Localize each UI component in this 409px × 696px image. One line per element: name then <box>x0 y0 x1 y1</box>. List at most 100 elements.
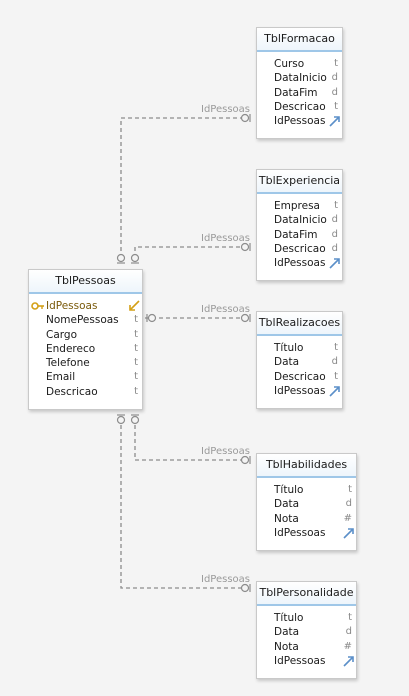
field-row[interactable]: Descricao t <box>29 385 142 399</box>
field-type: t <box>134 314 138 326</box>
field-type: t <box>348 484 352 495</box>
table-title[interactable]: TblPessoas <box>29 270 142 294</box>
field-type: d <box>331 356 338 368</box>
field-name: Nota <box>274 640 299 653</box>
field-row[interactable]: Telefone t <box>29 356 142 370</box>
field-type: # <box>343 512 352 524</box>
link-icon <box>342 655 355 671</box>
field-type: t <box>334 100 338 112</box>
field-type: d <box>331 86 338 98</box>
field-name: IdPessoas <box>274 526 326 539</box>
field-type: t <box>134 371 138 383</box>
many-end-experiencia <box>240 242 251 252</box>
relationship-line-personalidade[interactable] <box>120 418 248 589</box>
relationship-line-habilidades[interactable] <box>134 418 248 461</box>
field-name: Descricao <box>274 370 326 383</box>
field-type: d <box>331 214 338 226</box>
table-title[interactable]: TblPersonalidade <box>257 582 356 606</box>
table-title[interactable]: TblExperiencia <box>257 170 342 194</box>
field-name: DataInicio <box>274 72 327 85</box>
link-icon <box>328 115 341 131</box>
field-type: t <box>134 385 138 397</box>
many-end-realizacoes <box>240 313 251 323</box>
many-end-formacao <box>240 113 251 123</box>
field-type: # <box>343 640 352 652</box>
link-icon <box>328 385 341 401</box>
relationship-label-personalidade: IdPessoas <box>201 574 250 585</box>
link-icon <box>342 527 355 543</box>
field-name: Data <box>274 626 300 639</box>
field-name: IdPessoas <box>274 384 326 397</box>
field-name: IdPessoas <box>274 257 326 270</box>
field-name: Email <box>46 371 76 384</box>
table-title[interactable]: TblRealizacoes <box>257 312 342 336</box>
field-name: Telefone <box>46 357 90 370</box>
field-row-foreign-key[interactable]: IdPessoas <box>257 256 342 270</box>
field-row[interactable]: Nota # <box>257 640 356 654</box>
many-end-habilidades <box>240 455 251 465</box>
field-name: NomePessoas <box>46 314 119 327</box>
field-row[interactable]: DataInicio d <box>257 213 342 227</box>
field-name: Título <box>274 612 304 624</box>
field-row-primary-key[interactable]: IdPessoas <box>29 299 142 313</box>
field-name: Descricao <box>274 100 326 113</box>
field-row[interactable]: DataInicio d <box>257 71 342 85</box>
one-end-top-right <box>130 253 140 264</box>
field-row-foreign-key[interactable]: IdPessoas <box>257 654 356 668</box>
relationship-line-formacao[interactable] <box>120 117 248 258</box>
field-type: t <box>134 357 138 369</box>
field-name: DataFim <box>274 228 318 241</box>
field-type: t <box>334 342 338 353</box>
field-row[interactable]: Título t <box>257 341 342 355</box>
one-end-bottom-right <box>130 414 140 425</box>
field-row[interactable]: Título t <box>257 611 356 625</box>
field-row[interactable]: Email t <box>29 370 142 384</box>
field-type: t <box>334 58 338 69</box>
field-name: Título <box>274 342 304 354</box>
one-end-bottom-left <box>116 414 126 425</box>
field-row[interactable]: Descricao t <box>257 370 342 384</box>
key-icon <box>31 301 45 316</box>
field-name: Nota <box>274 512 299 525</box>
field-name: Descricao <box>46 385 98 398</box>
many-end-personalidade <box>240 583 251 593</box>
field-type: t <box>348 612 352 623</box>
field-row[interactable]: Descricao t <box>257 100 342 114</box>
relationship-line-experiencia[interactable] <box>134 246 248 258</box>
field-type: t <box>334 370 338 382</box>
field-row[interactable]: NomePessoas t <box>29 313 142 327</box>
field-type: d <box>331 242 338 254</box>
field-row-foreign-key[interactable]: IdPessoas <box>257 384 342 398</box>
field-type: d <box>331 72 338 84</box>
field-row[interactable]: Curso t <box>257 57 342 71</box>
table-title[interactable]: TblHabilidades <box>257 454 356 478</box>
field-name: IdPessoas <box>46 300 98 312</box>
table-title[interactable]: TblFormacao <box>257 28 342 52</box>
field-name: DataInicio <box>274 214 327 227</box>
field-row-foreign-key[interactable]: IdPessoas <box>257 526 356 540</box>
field-row-foreign-key[interactable]: IdPessoas <box>257 114 342 128</box>
field-row[interactable]: Nota # <box>257 512 356 526</box>
field-name: Curso <box>274 58 305 70</box>
